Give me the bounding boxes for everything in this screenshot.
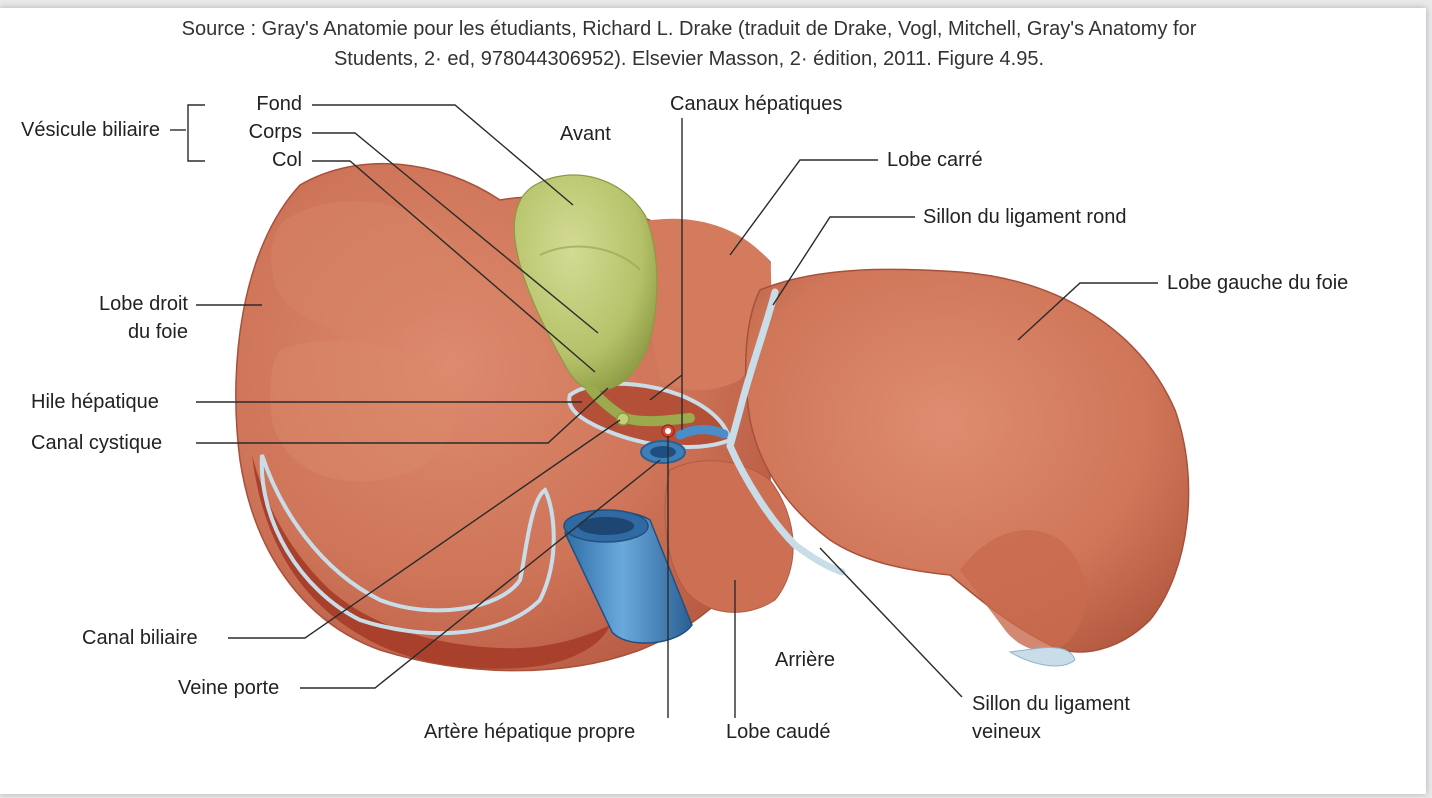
label-artere-hepatique-propre: Artère hépatique propre	[424, 720, 635, 744]
label-canal-biliaire: Canal biliaire	[82, 626, 198, 650]
left-lobe-shape	[746, 269, 1189, 652]
label-arriere: Arrière	[775, 648, 835, 672]
label-col: Col	[220, 148, 302, 172]
label-sillon-ligament-rond: Sillon du ligament rond	[923, 205, 1126, 229]
left-triangular-ligament	[1010, 648, 1075, 666]
label-sillon-ligament-veineux-1: Sillon du ligament	[972, 692, 1130, 716]
label-lobe-carre: Lobe carré	[887, 148, 983, 172]
caudate-lobe-shape	[665, 461, 793, 613]
label-lobe-caude: Lobe caudé	[726, 720, 831, 744]
figure-frame: Source : Gray's Anatomie pour les étudia…	[0, 8, 1426, 794]
label-vesicule-biliaire: Vésicule biliaire	[0, 118, 160, 142]
label-hile-hepatique: Hile hépatique	[31, 390, 159, 414]
label-avant: Avant	[560, 122, 611, 146]
label-canaux-hepatiques: Canaux hépatiques	[670, 92, 842, 116]
label-sillon-ligament-veineux-2: veineux	[972, 720, 1041, 744]
label-lobe-droit-1: Lobe droit	[40, 292, 188, 316]
label-canal-cystique: Canal cystique	[31, 431, 162, 455]
label-lobe-gauche: Lobe gauche du foie	[1167, 271, 1348, 295]
label-corps: Corps	[220, 120, 302, 144]
label-lobe-droit-2: du foie	[40, 320, 188, 344]
bile-duct-shape	[617, 413, 629, 425]
label-fond: Fond	[220, 92, 302, 116]
label-veine-porte: Veine porte	[178, 676, 279, 700]
